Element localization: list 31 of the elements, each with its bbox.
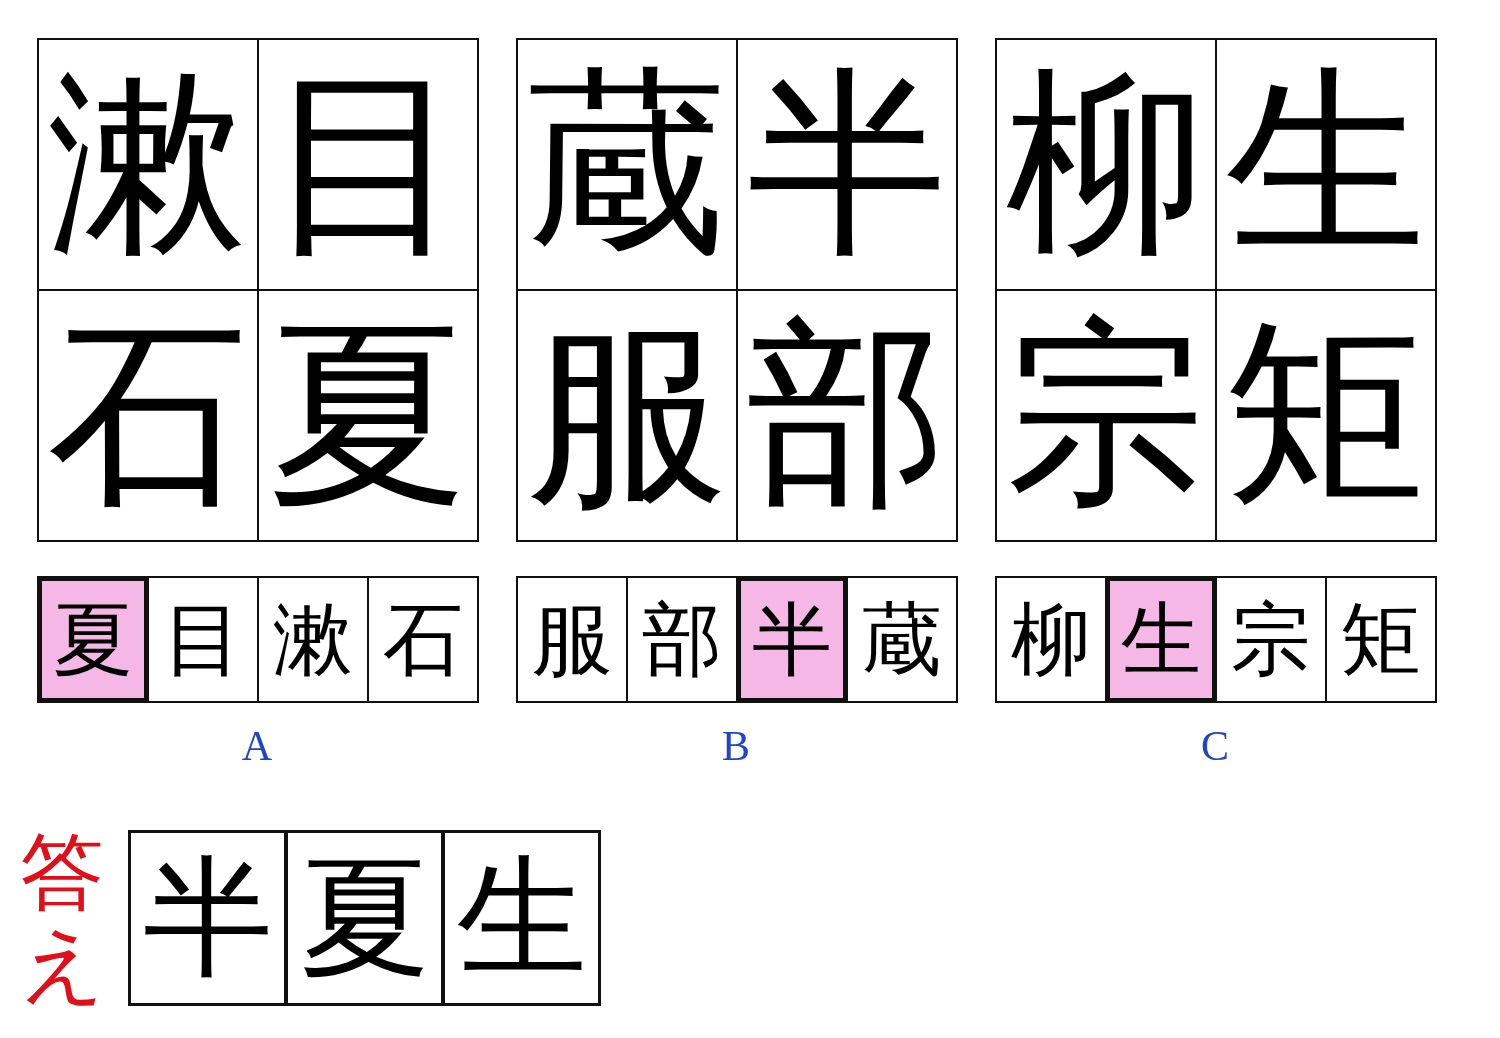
highlighted-character-cell: 生: [1105, 576, 1217, 703]
character-cell: 目: [147, 576, 259, 703]
option-letter: C: [1200, 722, 1230, 770]
enlarged-character-cell: 柳: [995, 38, 1217, 291]
enlarged-character-cell: 服: [516, 289, 738, 542]
answer-character-cell: 夏: [285, 830, 444, 1006]
character-cell: 部: [626, 576, 738, 703]
enlarged-character-cell: 夏: [257, 289, 479, 542]
enlarged-character-cell: 漱: [37, 38, 259, 291]
option-letter: A: [240, 722, 274, 770]
character-cell: 服: [516, 576, 628, 703]
character-cell: 矩: [1325, 576, 1437, 703]
character-cell: 石: [367, 576, 479, 703]
enlarged-character-cell: 部: [736, 289, 958, 542]
character-cell: 漱: [257, 576, 369, 703]
enlarged-character-cell: 矩: [1215, 289, 1437, 542]
answer-heading: 答え: [20, 826, 104, 1011]
highlighted-character-cell: 半: [736, 576, 848, 703]
enlarged-character-cell: 半: [736, 38, 958, 291]
enlarged-character-cell: 石: [37, 289, 259, 542]
character-cell: 柳: [995, 576, 1107, 703]
character-cell: 宗: [1215, 576, 1327, 703]
answer-character-cell: 半: [128, 830, 287, 1006]
highlighted-character-cell: 夏: [37, 576, 149, 703]
character-cell: 蔵: [846, 576, 958, 703]
option-letter: B: [721, 722, 751, 770]
enlarged-character-cell: 宗: [995, 289, 1217, 542]
enlarged-character-cell: 生: [1215, 38, 1437, 291]
enlarged-character-cell: 目: [257, 38, 479, 291]
answer-character-cell: 生: [442, 830, 601, 1006]
enlarged-character-cell: 蔵: [516, 38, 738, 291]
